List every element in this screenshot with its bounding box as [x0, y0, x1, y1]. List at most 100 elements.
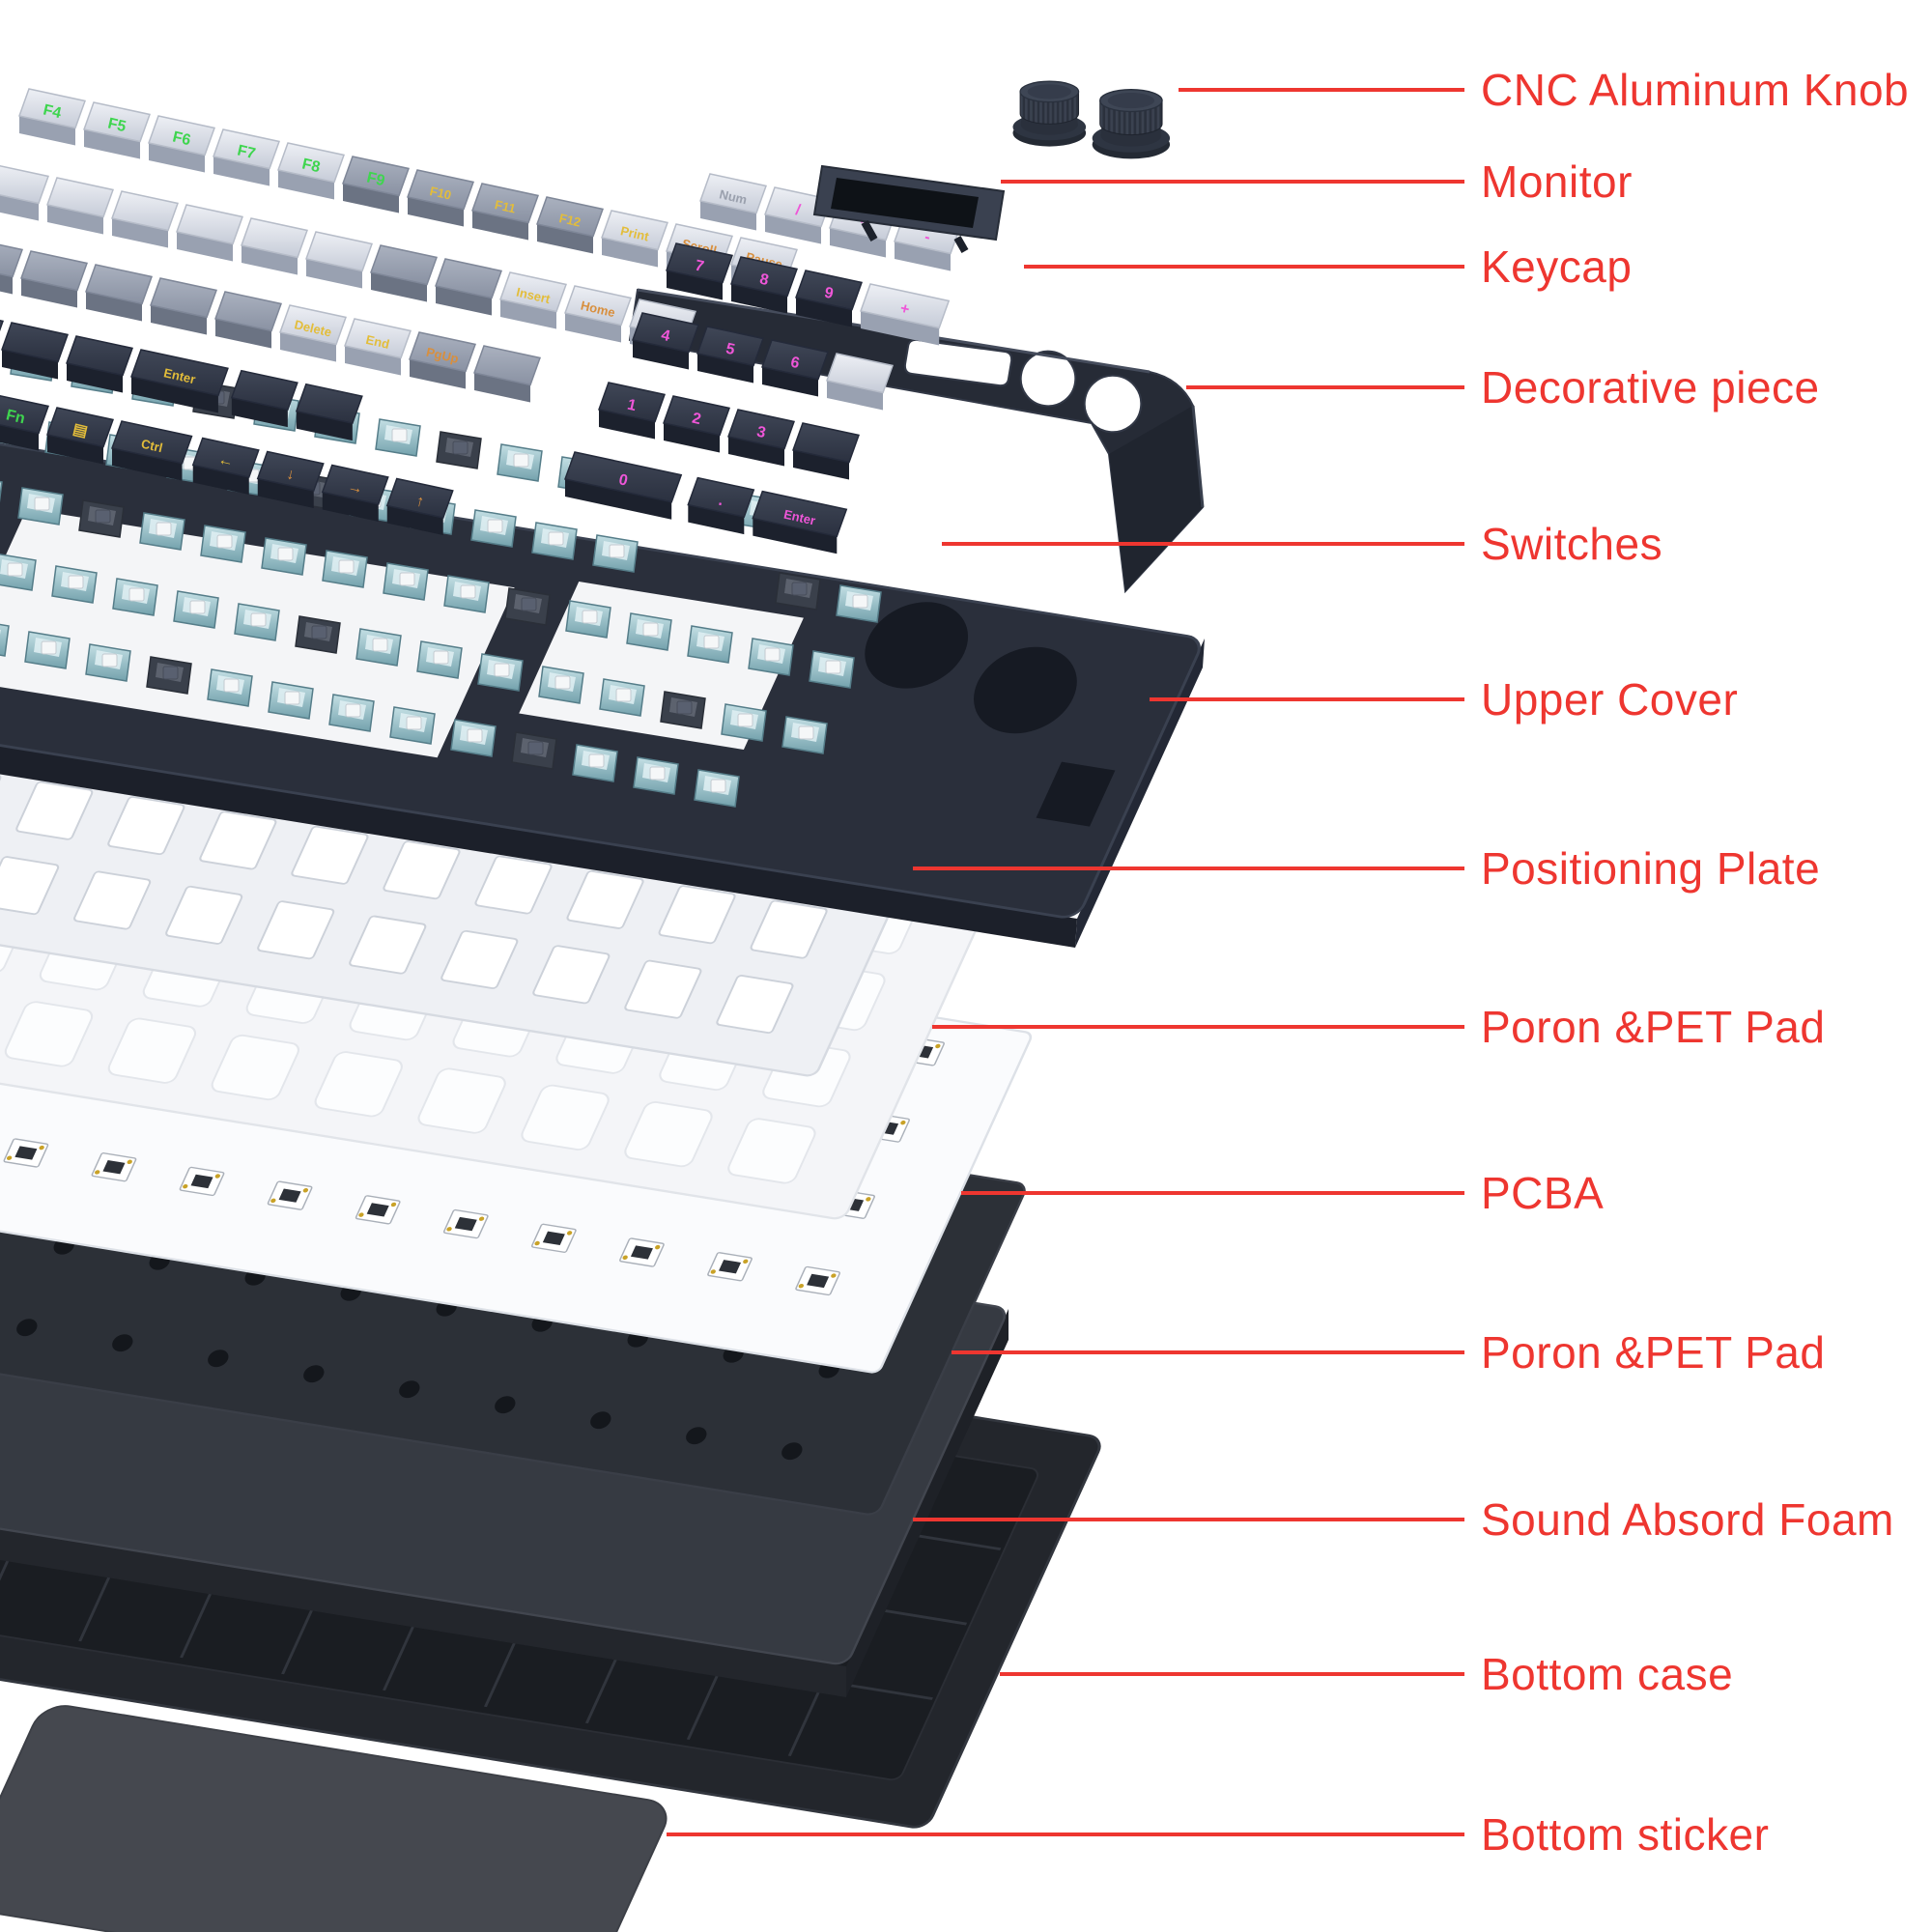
- switch: [173, 590, 219, 629]
- foam-pad-hole: [686, 1427, 707, 1445]
- switch-stem: [494, 663, 510, 677]
- keycap-top: [46, 177, 114, 218]
- keycap-top: [632, 312, 699, 354]
- keycap-front: [177, 232, 233, 262]
- leader-lines: [667, 88, 1464, 1836]
- switch-stem: [460, 584, 476, 599]
- keycap-top: [277, 142, 345, 184]
- poron-hole: [211, 1034, 300, 1101]
- led-chip: [102, 1160, 126, 1175]
- keycap-top: [342, 156, 410, 197]
- plate-hole: [532, 945, 611, 1005]
- keycap: Fn: [0, 394, 49, 451]
- solder-dot: [534, 1240, 540, 1246]
- switch: [17, 487, 64, 526]
- keycap-front: [408, 197, 464, 227]
- keycap: [370, 244, 438, 302]
- keycap: F12: [536, 196, 604, 254]
- keycap-legend: ←: [216, 451, 235, 470]
- keycap-legend: 7: [694, 258, 706, 276]
- keycap-legend: End: [364, 332, 390, 352]
- keycap-legend: 9: [823, 285, 836, 303]
- keycap-top: [148, 115, 215, 156]
- keycap-front: [242, 245, 298, 275]
- keycap-front: [371, 272, 427, 302]
- keycap-assembly: F4F5F6F7F8F9F10F11F12PrintScrollPauseIns…: [0, 88, 961, 554]
- keycap-legend: 3: [755, 424, 768, 442]
- switch-stem: [41, 640, 57, 655]
- switch-stem: [791, 582, 808, 596]
- cnc-aluminum-knob-right: [1092, 89, 1171, 160]
- keycap-front: [112, 448, 183, 481]
- keycap-top: [764, 186, 832, 228]
- switch-stem: [710, 779, 726, 793]
- poron-hole: [107, 1017, 197, 1084]
- keycap-legend: PgUp: [425, 345, 461, 366]
- keycap-top: [85, 264, 153, 305]
- keycap: 1: [598, 382, 666, 440]
- keycap-front: [21, 278, 77, 308]
- keycap-top: [344, 318, 412, 359]
- keycap-front: [280, 332, 336, 362]
- keycap-front: [830, 228, 886, 258]
- callout-label: PCBA: [1481, 1168, 1605, 1218]
- switch-dark: [775, 572, 821, 611]
- keycap-top: [279, 304, 347, 346]
- switch: [721, 703, 767, 742]
- keycap-front: [667, 270, 723, 300]
- solder-dot: [566, 1231, 573, 1236]
- bottom-sticker: [0, 1705, 668, 1932]
- keycap-top: [730, 256, 798, 298]
- keycap: [20, 250, 88, 308]
- solder-dot: [622, 1255, 628, 1260]
- switch-dark: [511, 731, 557, 770]
- switch: [781, 716, 828, 754]
- keycap-top: [687, 476, 755, 518]
- switch: [112, 578, 158, 616]
- switch: [24, 631, 71, 669]
- switch-stem: [7, 562, 23, 577]
- keycap-legend: /: [794, 202, 803, 219]
- switch-dark: [436, 431, 482, 469]
- switch-dark: [660, 691, 706, 729]
- switch-stem: [737, 713, 753, 727]
- switch: [477, 653, 524, 692]
- keycap-top: [473, 345, 541, 386]
- keycap-front: [753, 518, 838, 554]
- keycap-top: [666, 242, 733, 284]
- keycap: [85, 264, 153, 322]
- switch-stem: [399, 572, 415, 586]
- solder-dot: [302, 1188, 309, 1193]
- poron-hole: [624, 1101, 713, 1168]
- switch: [633, 756, 679, 795]
- keycap-front: [565, 313, 621, 343]
- keycap: F11: [471, 183, 539, 241]
- solder-dot: [6, 1155, 13, 1160]
- switch-stem: [764, 647, 781, 662]
- switch: [234, 603, 280, 641]
- switch-stem: [513, 453, 529, 468]
- keycap: [792, 422, 860, 480]
- monitor: [812, 164, 1006, 253]
- keycap: [295, 383, 363, 441]
- keycap-front: [215, 319, 271, 349]
- plate-hole: [15, 781, 94, 840]
- keycap-top: [385, 477, 454, 519]
- keycap: Delete: [279, 304, 347, 362]
- keycap: [66, 335, 133, 393]
- keycap-top: [696, 326, 764, 367]
- foam-pad-hole: [303, 1365, 325, 1383]
- solder-dot: [127, 1159, 132, 1165]
- keycap: 6: [761, 339, 829, 397]
- keycap-front: [762, 367, 818, 397]
- led-chip: [807, 1273, 830, 1289]
- switch-dark: [295, 615, 341, 654]
- keycap-top: [1, 322, 69, 363]
- keycap: 9: [795, 270, 863, 327]
- keycap-top: [18, 88, 86, 129]
- keycap: [46, 177, 114, 235]
- solder-dot: [39, 1145, 44, 1151]
- switch: [531, 522, 578, 560]
- keycap-legend: F8: [300, 156, 322, 176]
- keycap: →: [321, 464, 389, 522]
